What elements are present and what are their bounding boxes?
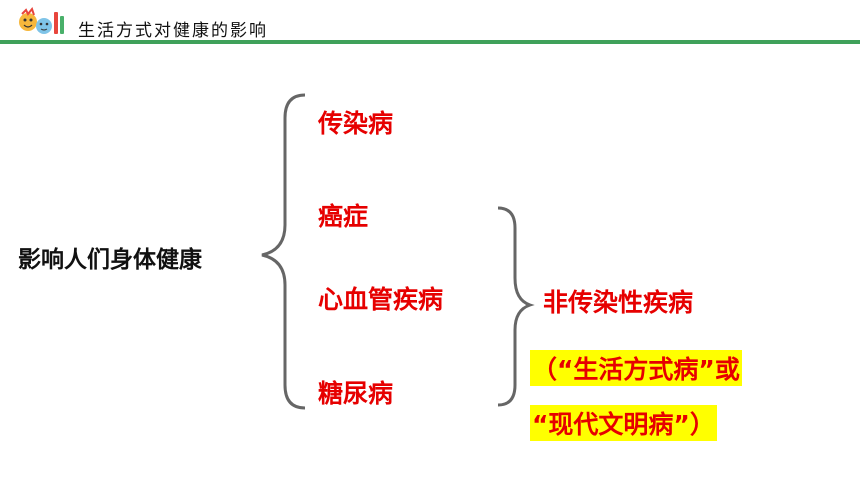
root-label: 影响人们身体健康 [18,247,202,273]
disease-diabetes: 糖尿病 [318,379,394,408]
logo-icon [19,6,64,34]
brace-large [261,93,306,410]
brace-small [497,206,535,407]
group-label: 非传染性疾病 [543,288,694,317]
note-line-1: （“生活方式病”或 [530,350,742,386]
note-line-2: “现代文明病”） [530,405,717,441]
disease-cardiovascular: 心血管疾病 [318,285,444,314]
header-divider [0,40,860,44]
page-title: 生活方式对健康的影响 [78,21,268,41]
disease-infectious: 传染病 [318,109,394,138]
disease-cancer: 癌症 [318,202,369,231]
